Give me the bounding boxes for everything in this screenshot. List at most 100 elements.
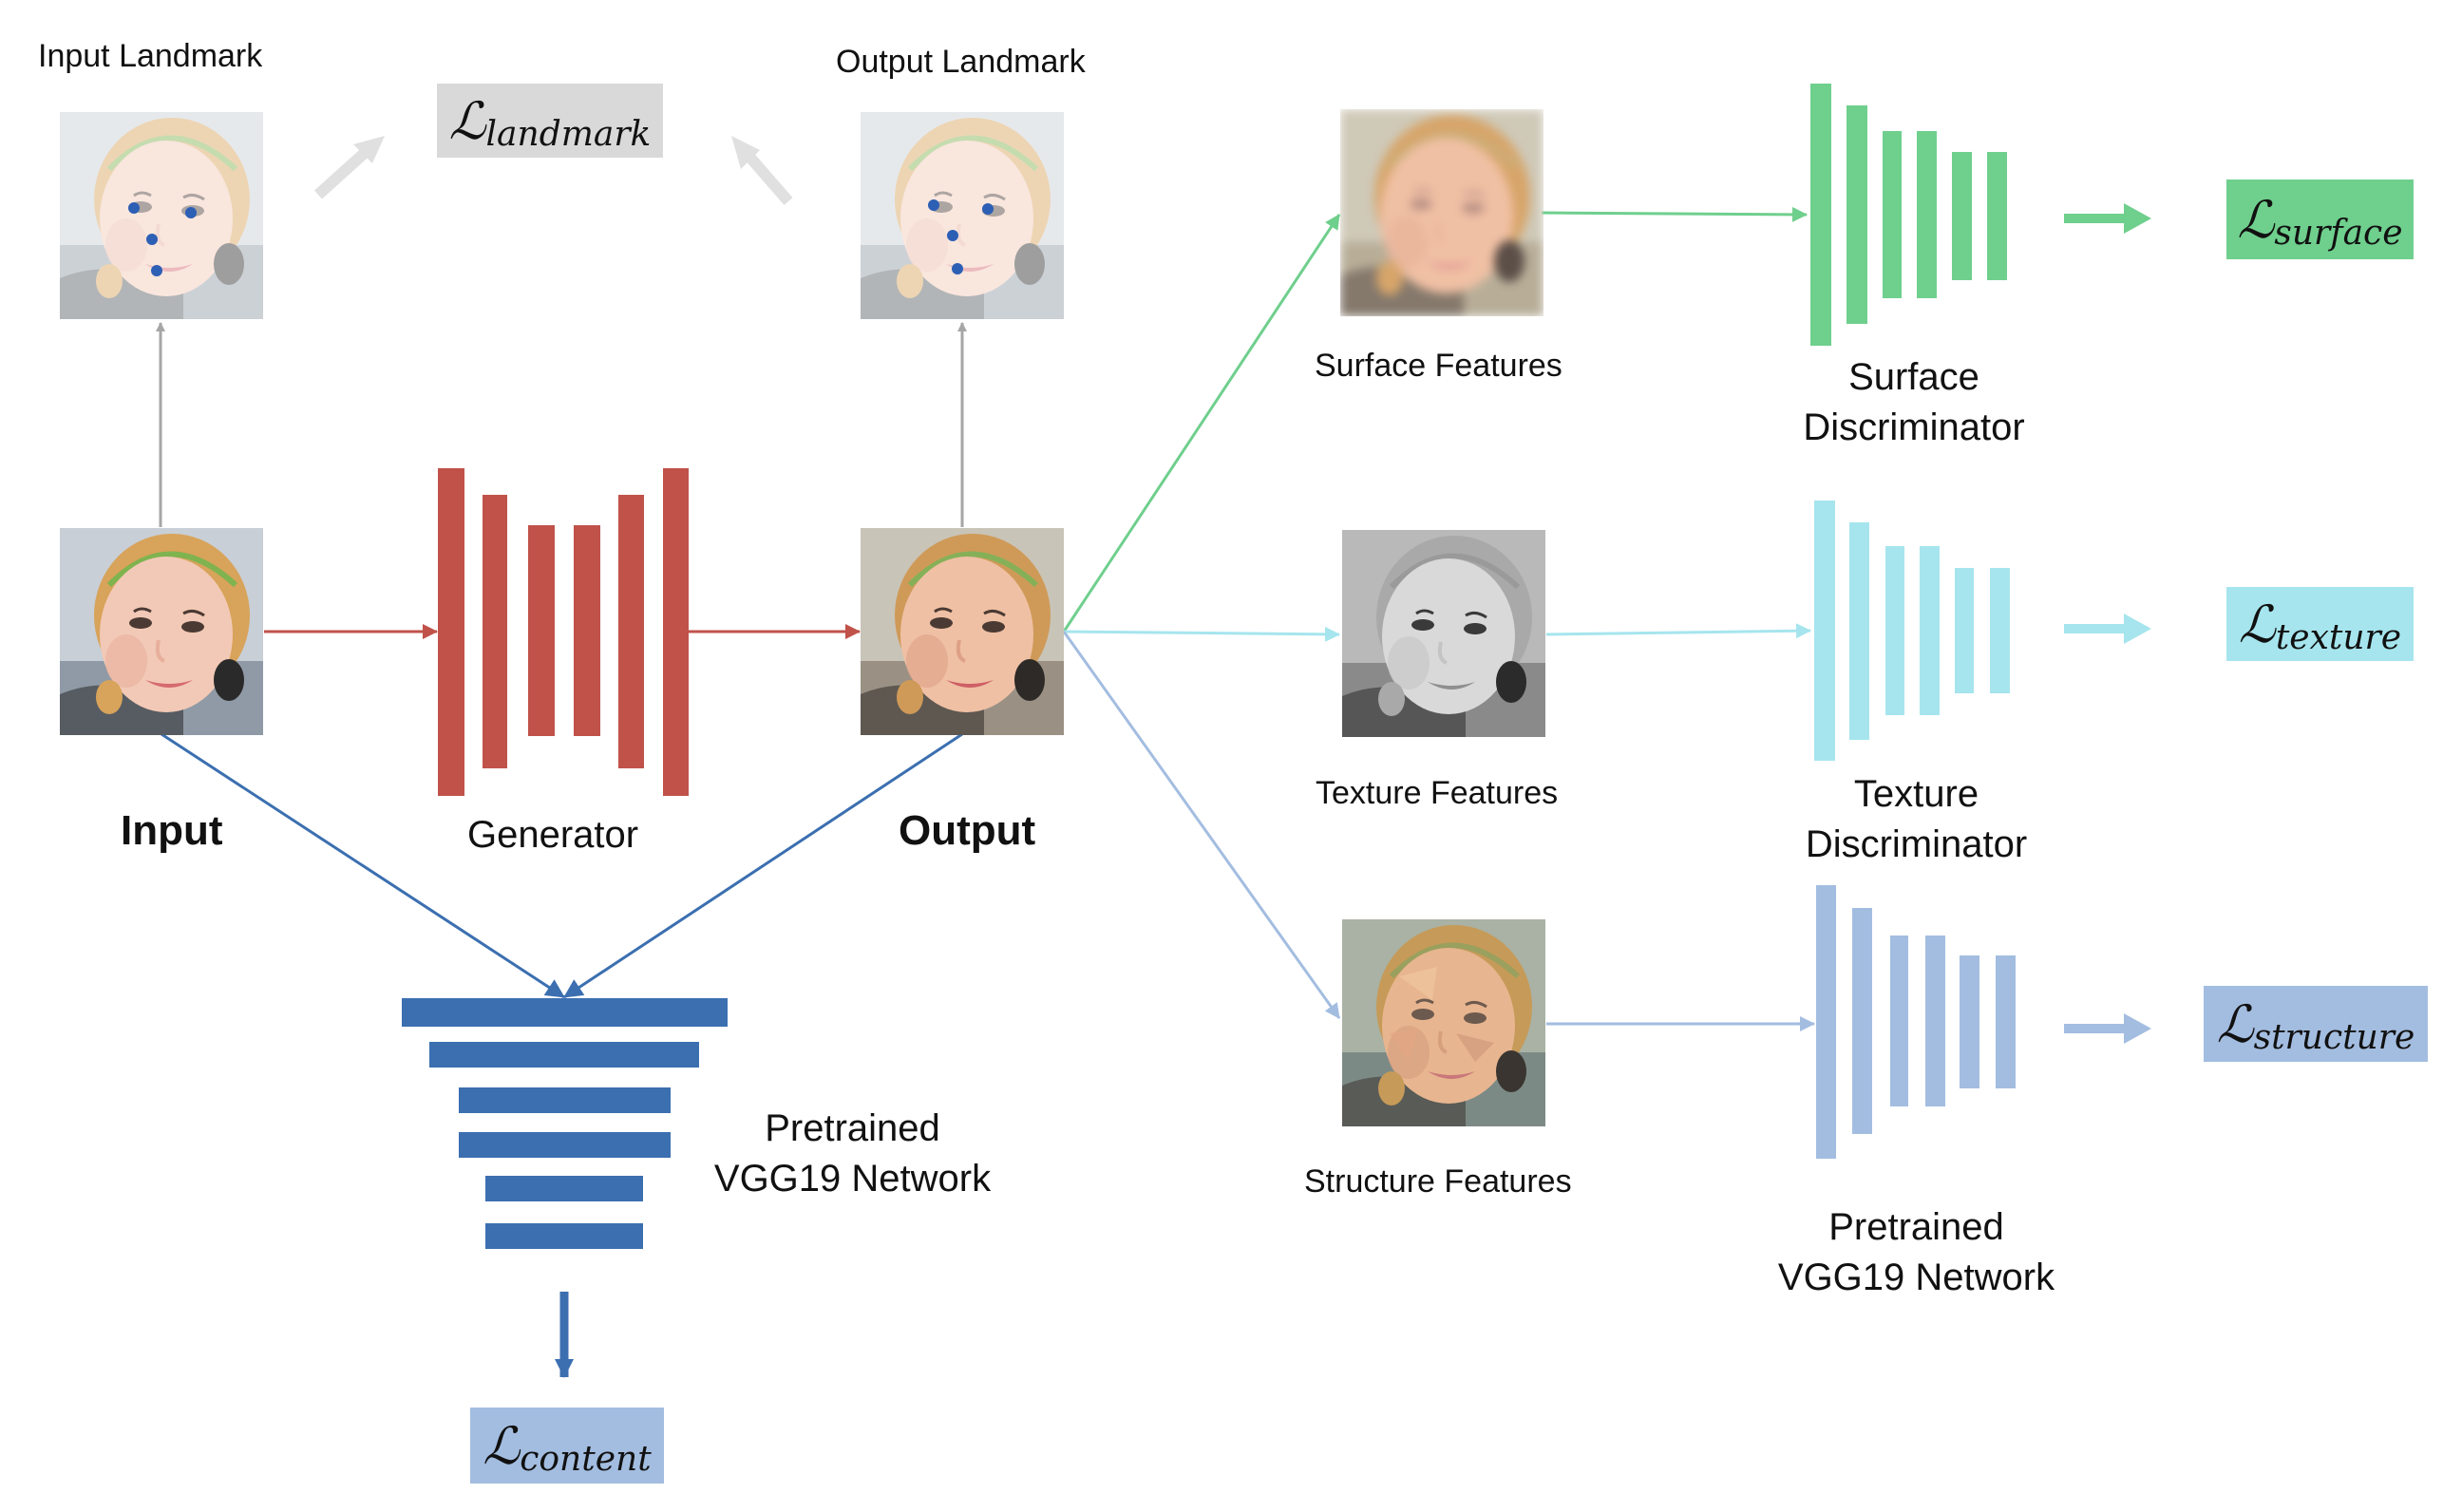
- structure-features-label: Structure Features: [1304, 1163, 1572, 1200]
- vgg-content-layer: [485, 1176, 643, 1201]
- vgg-structure-label-line2: VGG19 Network: [1777, 1257, 2055, 1298]
- generator-layer: [663, 468, 689, 796]
- texture-to-disc-arrow: [1545, 623, 1811, 639]
- surface-discriminator-layer: [1987, 152, 2007, 280]
- vgg-content-layer: [459, 1132, 671, 1158]
- surface-discriminator-layer: [1917, 131, 1937, 298]
- portrait-image: [60, 528, 263, 735]
- texture-discriminator-line1: Texture: [1853, 773, 1979, 815]
- output-to-structure-arrow: [1062, 631, 1341, 1019]
- surface-to-disc-arrow: [1541, 206, 1808, 222]
- vgg-content-label-line2: VGG19 Network: [713, 1158, 992, 1200]
- surface-discriminator-label: Surface Discriminator: [1786, 352, 2042, 453]
- texture-discriminator-layer: [1955, 568, 1974, 693]
- landmark-dot: [947, 230, 958, 241]
- texture-features-image: [1342, 530, 1545, 737]
- vgg-content-label-line1: Pretrained: [765, 1107, 940, 1149]
- vgg-content-layer: [429, 1042, 699, 1068]
- landmark-dot: [151, 265, 162, 276]
- input-to-vgg-arrow: [161, 732, 565, 999]
- generator-label: Generator: [467, 814, 639, 856]
- generator-layer: [483, 495, 507, 768]
- vgg-structure-label: Pretrained VGG19 Network: [1767, 1202, 2066, 1303]
- vgg-content-layer: [459, 1087, 671, 1113]
- output-image: [861, 528, 1064, 735]
- structure-loss-arrow: [2064, 1013, 2151, 1044]
- content-loss-symbol: ℒ: [483, 1415, 521, 1476]
- surface-discriminator-line1: Surface: [1848, 356, 1979, 398]
- generator-layer: [438, 468, 464, 796]
- vgg-content-layer: [402, 998, 728, 1027]
- landmark-dot: [928, 199, 939, 211]
- vgg-content-label: Pretrained VGG19 Network: [703, 1104, 1002, 1204]
- vgg-content-layer: [485, 1223, 643, 1249]
- structure-features-image: [1342, 919, 1545, 1126]
- landmark-loss-arrow-right: [731, 136, 793, 205]
- output-label: Output: [899, 807, 1036, 854]
- generator-layer: [528, 525, 555, 736]
- texture-features-label: Texture Features: [1316, 775, 1559, 811]
- surface-discriminator-layer: [1883, 131, 1902, 298]
- input-landmark-label: Input Landmark: [38, 38, 263, 74]
- output-landmark-label: Output Landmark: [836, 44, 1086, 80]
- landmark-dot: [128, 202, 140, 214]
- landmark-dot: [146, 234, 158, 245]
- vgg-structure-layer: [1925, 936, 1945, 1106]
- vgg-structure-layer: [1816, 885, 1836, 1159]
- input-label: Input: [121, 807, 223, 854]
- output-to-vgg-arrow: [563, 732, 963, 999]
- input-landmark-image: [60, 112, 263, 319]
- surface-loss-arrow: [2064, 203, 2151, 234]
- vgg-structure-layer: [1960, 955, 1979, 1088]
- texture-discriminator-layer: [1885, 546, 1904, 715]
- landmark-dot: [982, 203, 994, 215]
- texture-discriminator-layer: [1920, 546, 1940, 715]
- structure-loss-subscript: structure: [2253, 1017, 2415, 1057]
- surface-loss-subscript: surface: [2274, 213, 2403, 253]
- texture-discriminator-layer: [1990, 568, 2010, 693]
- vgg-structure-layer: [1890, 936, 1908, 1106]
- vgg-structure-layer: [1996, 955, 2016, 1088]
- content-loss-subscript: content: [520, 1439, 652, 1479]
- generator-layer: [618, 495, 644, 768]
- input-image: [60, 528, 263, 735]
- texture-discriminator-line2: Discriminator: [1805, 823, 2028, 865]
- output-landmark-image: [861, 112, 1064, 319]
- generator-layer: [574, 525, 600, 736]
- surface-discriminator-layer: [1846, 105, 1867, 324]
- landmark-dot: [185, 207, 197, 218]
- landmark-loss-arrow-left: [313, 136, 385, 199]
- portrait-image: [1340, 109, 1543, 316]
- landmark-loss-symbol: ℒ: [448, 90, 486, 151]
- portrait-image: [60, 112, 263, 319]
- portrait-image: [1342, 530, 1545, 737]
- portrait-image: [861, 112, 1064, 319]
- surface-loss-symbol: ℒ: [2237, 189, 2275, 250]
- texture-discriminator-label: Texture Discriminator: [1786, 769, 2047, 870]
- surface-features-label: Surface Features: [1315, 348, 1562, 384]
- landmark-loss-subscript: landmark: [485, 114, 652, 154]
- texture-loss-arrow: [2064, 614, 2151, 644]
- vgg-structure-layer: [1852, 908, 1872, 1134]
- texture-discriminator-layer: [1814, 501, 1835, 761]
- surface-discriminator-layer: [1810, 84, 1831, 346]
- surface-discriminator-line2: Discriminator: [1803, 406, 2025, 448]
- landmark-dot: [952, 263, 963, 274]
- texture-loss-subscript: texture: [2275, 617, 2402, 657]
- surface-features-image: [1340, 109, 1543, 316]
- output-to-texture-arrow: [1063, 626, 1340, 642]
- portrait-image: [861, 528, 1064, 735]
- structure-loss-symbol: ℒ: [2216, 993, 2254, 1054]
- output-to-surface-arrow: [1062, 214, 1341, 633]
- surface-discriminator-layer: [1952, 152, 1972, 280]
- portrait-image: [1342, 919, 1545, 1126]
